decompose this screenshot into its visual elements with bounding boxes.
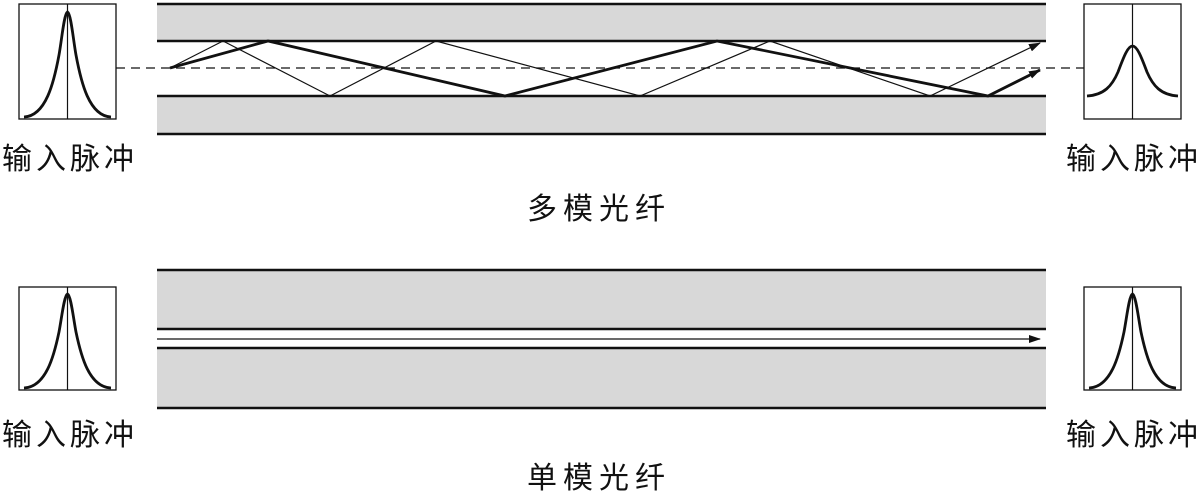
multimode-right-pulse-label: 输入脉冲 [1066,142,1198,177]
singlemode-caption: 单模光纤 [527,461,671,496]
singlemode-right-pulse-label: 输入脉冲 [1066,418,1198,453]
multimode-left-pulse-label: 输入脉冲 [2,142,138,177]
singlemode-fiber [18,268,1182,410]
multimode-caption: 多模光纤 [527,192,671,227]
singlemode-input-pulse-box [18,286,117,391]
multimode-output-pulse-box [1083,3,1182,120]
multimode-output-pulse-curve [1086,44,1179,98]
singlemode-left-pulse-label: 输入脉冲 [2,418,138,453]
singlemode-output-pulse-box [1083,286,1182,391]
multimode-fiber [18,2,1182,136]
singlemode-lower-cladding [157,348,1046,408]
singlemode-input-pulse-curve [23,292,112,390]
multimode-upper-cladding [157,4,1046,41]
multimode-thin-ray [169,40,1041,97]
singlemode-output-pulse-curve [1088,292,1177,390]
singlemode-upper-cladding [157,270,1046,329]
multimode-input-pulse-curve [23,10,112,119]
multimode-lower-cladding [157,96,1046,134]
multimode-input-pulse-box [18,3,117,120]
multimode-thick-ray [169,39,1041,98]
